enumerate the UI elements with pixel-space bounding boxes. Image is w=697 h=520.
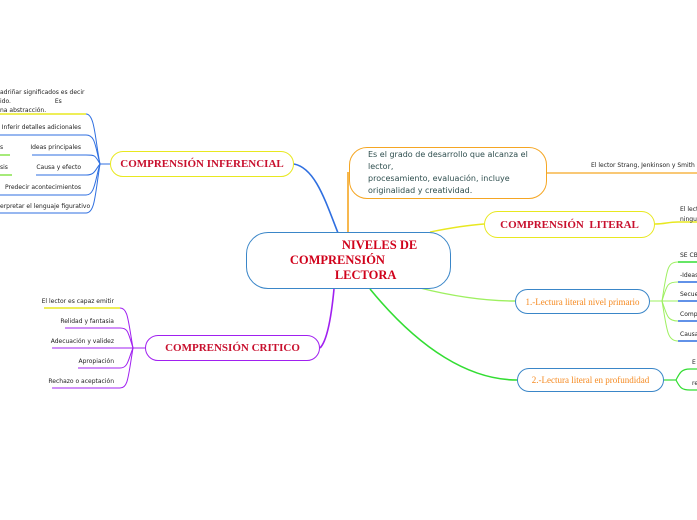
leaf-strang-note[interactable]: El lector Strang, Jenkinson y Smith des xyxy=(591,162,697,169)
inferencial-note[interactable]: adriñar significados es decir ido. Es na… xyxy=(0,88,84,115)
desc-line: procesamiento, evaluación, incluye xyxy=(368,174,510,183)
sub2-title: 2.-Lectura literal en profundidad xyxy=(531,375,650,385)
literal-note[interactable]: El lect ningu xyxy=(680,205,697,225)
leaf-rechazo-aceptacion[interactable]: Rechazo o aceptación xyxy=(48,378,114,385)
leaf-side-2[interactable]: sis xyxy=(0,164,8,171)
note-line: adriñar significados es decir xyxy=(0,89,85,96)
central-node[interactable]: NIVELES DE COMPRENSIÓN LECTORA xyxy=(246,232,451,289)
lectura-literal-primario-node[interactable]: 1.-Lectura literal nivel primario xyxy=(515,289,650,314)
desc-line: originalidad y creatividad. xyxy=(368,186,473,195)
sub2-leaf[interactable]: E xyxy=(692,359,696,366)
sub1-leaf[interactable]: SE CB xyxy=(680,252,697,259)
comprension-critico-node[interactable]: COMPRENSIÓN CRITICO xyxy=(145,335,320,361)
note-line: na abstracción. xyxy=(0,107,47,114)
sub1-leaf[interactable]: Comp xyxy=(680,311,697,318)
central-line-2: COMPRENSIÓN xyxy=(289,253,385,267)
critico-title: COMPRENSIÓN CRITICO xyxy=(165,342,300,354)
leaf-ideas-principales[interactable]: Ideas principales xyxy=(30,144,81,151)
leaf-emitir[interactable]: El lector es capaz emitir xyxy=(41,298,114,305)
sub1-title: 1.-Lectura literal nivel primario xyxy=(525,296,640,307)
note-line: El lect xyxy=(680,206,697,213)
leaf-apropiacion[interactable]: Apropiación xyxy=(78,358,114,365)
note-line: ido. Es xyxy=(0,98,62,105)
leaf-causa-efecto[interactable]: Causa y efecto xyxy=(36,164,81,171)
central-line-1: NIVELES DE xyxy=(341,238,418,252)
sub2-leaf[interactable]: re xyxy=(692,380,697,387)
leaf-predecir[interactable]: Predecir acontecimientos xyxy=(5,184,81,191)
comprension-literal-node[interactable]: COMPRENSIÓN LITERAL xyxy=(484,211,655,238)
sub1-leaf[interactable]: -Ideas xyxy=(680,272,697,279)
sub1-leaf[interactable]: Secue xyxy=(680,291,697,298)
leaf-realidad-fantasia[interactable]: Relidad y fantasia xyxy=(60,318,114,325)
leaf-adecuacion-validez[interactable]: Adecuación y validez xyxy=(50,338,114,345)
desc-line: Es el grado de desarrollo que alcanza el… xyxy=(368,150,528,171)
leaf-side-1[interactable]: s xyxy=(0,144,4,151)
note-line: ningu xyxy=(680,216,697,223)
literal-description-node[interactable]: Es el grado de desarrollo que alcanza el… xyxy=(349,147,547,199)
lectura-literal-profundidad-node[interactable]: 2.-Lectura literal en profundidad xyxy=(517,368,664,392)
sub1-leaf[interactable]: Causa xyxy=(680,331,697,338)
leaf-inferir-detalles[interactable]: Inferir detalles adicionales xyxy=(1,124,81,131)
central-line-3: LECTORA xyxy=(334,268,397,282)
literal-title: COMPRENSIÓN LITERAL xyxy=(500,218,639,231)
leaf-lenguaje-figurativo[interactable]: erpretar el lenguaje figurativo xyxy=(0,203,91,210)
comprension-inferencial-node[interactable]: COMPRENSIÓN INFERENCIAL xyxy=(110,151,294,177)
inferencial-title: COMPRENSIÓN INFERENCIAL xyxy=(120,158,284,170)
